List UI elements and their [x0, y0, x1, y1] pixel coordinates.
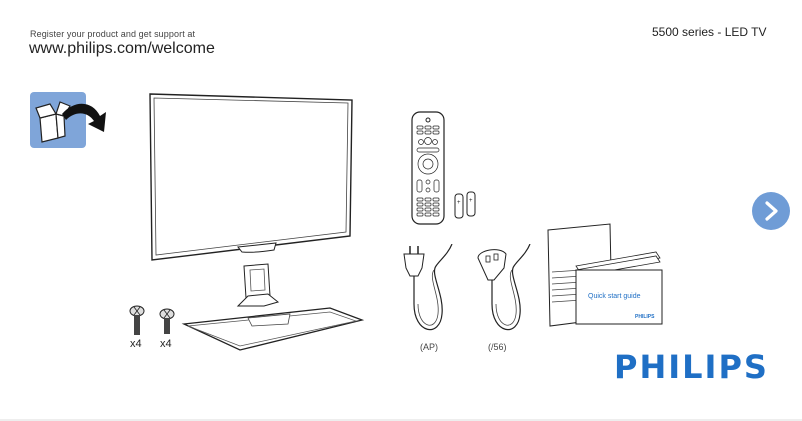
register-text: Register your product and get support at [30, 29, 196, 39]
power-cord-ap-icon [400, 244, 456, 340]
footer-divider [0, 419, 802, 421]
chevron-right-icon [765, 201, 778, 221]
stand-neck-illustration [234, 260, 284, 310]
screw-quantity: x4 [160, 338, 172, 350]
philips-logo: PHILIPS [614, 348, 769, 386]
arrow-out-icon [60, 96, 112, 140]
screw-quantity: x4 [130, 338, 142, 350]
power-cord-ap-label: (AP) [420, 342, 438, 352]
remote-control-icon [410, 110, 446, 226]
box-icon [35, 101, 71, 143]
quick-start-guide-title: Quick start guide [588, 293, 641, 300]
power-cord-uk-label: (/56) [488, 342, 507, 352]
svg-text:+: + [457, 200, 461, 206]
quick-start-brand: PHILIPS [635, 314, 655, 320]
welcome-url[interactable]: www.philips.com/welcome [29, 40, 215, 57]
stand-base-illustration [180, 306, 366, 356]
unbox-icon [30, 92, 86, 148]
power-cord-uk-icon [474, 244, 534, 340]
batteries-icon: + + [453, 190, 479, 220]
manual-booklet-icon [546, 222, 664, 328]
short-screw-icon [158, 308, 176, 336]
svg-text:+: + [469, 198, 473, 204]
next-page-button[interactable] [752, 192, 790, 230]
tv-illustration [146, 90, 356, 262]
product-series-title: 5500 series - LED TV [652, 25, 767, 39]
long-screw-icon [128, 305, 146, 337]
